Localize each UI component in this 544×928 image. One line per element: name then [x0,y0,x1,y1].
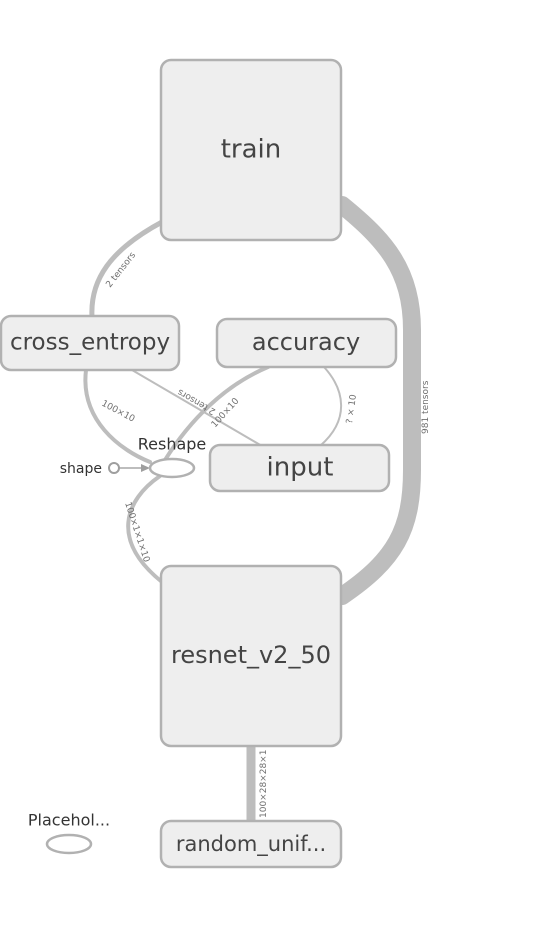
edge-label-2-tensors-train: 2 tensors [104,250,138,289]
node-placeholder[interactable]: Placehol... [28,811,110,855]
node-shape-label: shape [60,461,102,477]
edges [83,196,421,827]
node-cross-entropy-label: cross_entropy [10,330,170,356]
node-train-label: train [221,135,282,165]
arrowhead-shape-reshape [141,464,150,472]
node-placeholder-label: Placehol... [28,811,110,830]
edge-label-981-tensors: 981 tensors [421,380,431,434]
edge-train-cross-entropy[interactable] [89,219,165,320]
node-accuracy[interactable]: accuracy [215,317,398,369]
edge-reshape-resnet[interactable] [126,474,164,584]
edge-resnet-train[interactable] [333,196,421,605]
node-reshape[interactable]: Reshape [138,435,207,479]
node-cross-entropy[interactable]: cross_entropy [0,314,181,372]
edge-label-cross-entropy-reshape: 100×10 [100,399,137,425]
node-accuracy-label: accuracy [252,328,360,356]
node-input-label: input [267,453,334,483]
node-train[interactable]: train [159,58,343,242]
node-shape[interactable]: shape [60,461,120,477]
edge-cross-entropy-reshape[interactable] [83,368,152,464]
node-resnet-label: resnet_v2_50 [171,641,331,669]
node-random-unif[interactable]: random_unif... [159,819,343,869]
node-reshape-label: Reshape [138,435,207,454]
edge-label-accuracy-input: ? × 10 [345,394,359,425]
node-random-unif-label: random_unif... [176,832,326,857]
edge-accuracy-reshape[interactable] [163,365,270,462]
edge-cross-entropy-input[interactable] [131,369,263,447]
edge-label-random-resnet: 100×28×28×1 [259,750,269,818]
edge-accuracy-input[interactable] [319,366,342,447]
node-input[interactable]: input [208,443,391,493]
node-resnet-v2-50[interactable]: resnet_v2_50 [159,564,343,748]
